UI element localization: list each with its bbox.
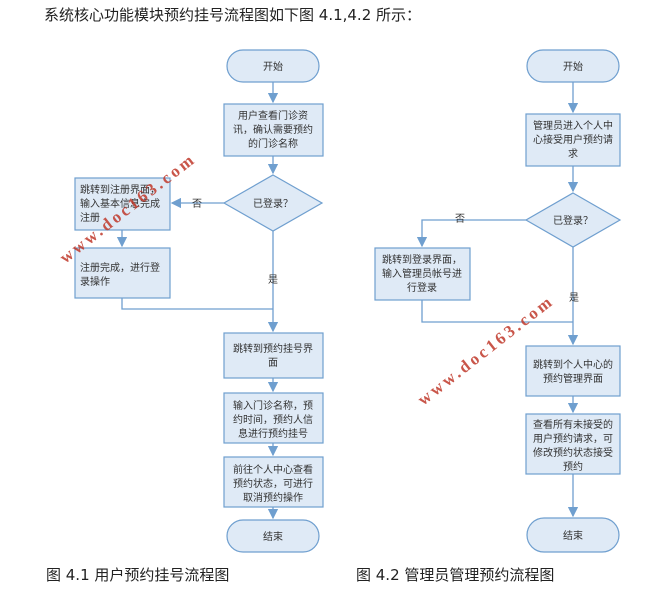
flow1-caption: 图 4.1 用户预约挂号流程图 (46, 566, 230, 584)
flow1-input-line1: 输入门诊名称，预 (233, 399, 313, 412)
flow2-login-line1: 跳转到登录界面， (382, 253, 462, 266)
flow1-register-line3: 注册 (80, 211, 100, 224)
flow1-center-line1: 前往个人中心查看 (233, 463, 313, 476)
flow1-view-line2: 讯，确认需要预约 (233, 123, 313, 136)
flow2-start-text: 开始 (563, 60, 583, 73)
flow1-end-node (226, 519, 320, 553)
flow1-view-line1: 用户查看门诊资 (238, 109, 308, 122)
flow1-input-booking-node (223, 392, 324, 444)
flow1-input-line2: 约时间，预约人信 (233, 413, 313, 426)
flow2-requests-line3: 修改预约状态接受 (533, 446, 613, 459)
flow1-decision-text: 已登录？ (253, 197, 293, 210)
flow2-end-node (526, 517, 620, 553)
flow1-input-line3: 息进行预约挂号 (238, 427, 308, 440)
flow1-view-line3: 的门诊名称 (248, 137, 298, 150)
flow1-register-done-line2: 录操作 (80, 275, 110, 288)
flow2: 开始 管理员进入个人中 心接受用户预约请 求 已登录？ 跳转到登录界面， 输入管… (374, 49, 622, 553)
flow2-login-line3: 行登录 (407, 281, 437, 294)
flow1-register-done-node (74, 247, 171, 299)
flow2-admin-line2: 心接受用户预约请 (533, 133, 613, 146)
flow1-goto-booking-node (223, 332, 324, 379)
flow2-goto-manage-node (525, 345, 621, 397)
flow2-view-requests-node (525, 413, 621, 475)
flow2-requests-line2: 用户预约请求，可 (533, 432, 613, 445)
flow1-goto-booking-line1: 跳转到预约挂号界 (233, 342, 313, 355)
flow1-center-line3: 取消预约操作 (243, 491, 303, 504)
flow1-yes-label: 是 (268, 274, 278, 286)
flow2-manage-line1: 跳转到个人中心的 (533, 358, 613, 371)
flow1-start-text: 开始 (263, 60, 283, 73)
flow2-login-line2: 输入管理员帐号进 (382, 267, 462, 280)
page-heading: 系统核心功能模块预约挂号流程图如下图 4.1,4.2 所示： (44, 6, 422, 24)
flow2-requests-line4: 预约 (563, 460, 583, 473)
flow1-no-label: 否 (192, 198, 202, 210)
flow1-line-merge (121, 298, 273, 310)
flow1-register-node (74, 177, 171, 231)
flow2-admin-line3: 求 (568, 148, 578, 160)
flow2-caption: 图 4.2 管理员管理预约流程图 (356, 566, 555, 584)
flow2-manage-line2: 预约管理界面 (543, 372, 603, 385)
flow1-end-text: 结束 (263, 530, 283, 543)
flow2-login-node (374, 247, 471, 301)
flow1: 开始 用户查看门诊资 讯，确认需要预约 的门诊名称 已登录？ 跳转到注册界面， … (74, 49, 324, 553)
flow1-register-line1: 跳转到注册界面， (80, 183, 160, 196)
flow2-requests-line1: 查看所有未接受的 (533, 418, 613, 431)
flow2-arrow-no (416, 219, 526, 248)
flow2-end-text: 结束 (563, 529, 583, 542)
flow2-no-label: 否 (455, 213, 465, 225)
flow1-center-line2: 预约状态，可进行 (233, 477, 313, 490)
flow1-register-line2: 输入基本信息完成 (80, 197, 160, 210)
flow1-goto-booking-line2: 面 (268, 358, 278, 369)
flow2-admin-line1: 管理员进入个人中 (533, 119, 613, 132)
flow2-yes-label: 是 (569, 292, 579, 304)
flow1-view-clinic-node (223, 103, 324, 157)
flow1-register-done-line1: 注册完成，进行登 (80, 261, 160, 274)
flow2-decision-text: 已登录？ (553, 214, 593, 227)
flow1-goto-center-node (223, 456, 324, 508)
flow2-line-merge (421, 300, 573, 323)
